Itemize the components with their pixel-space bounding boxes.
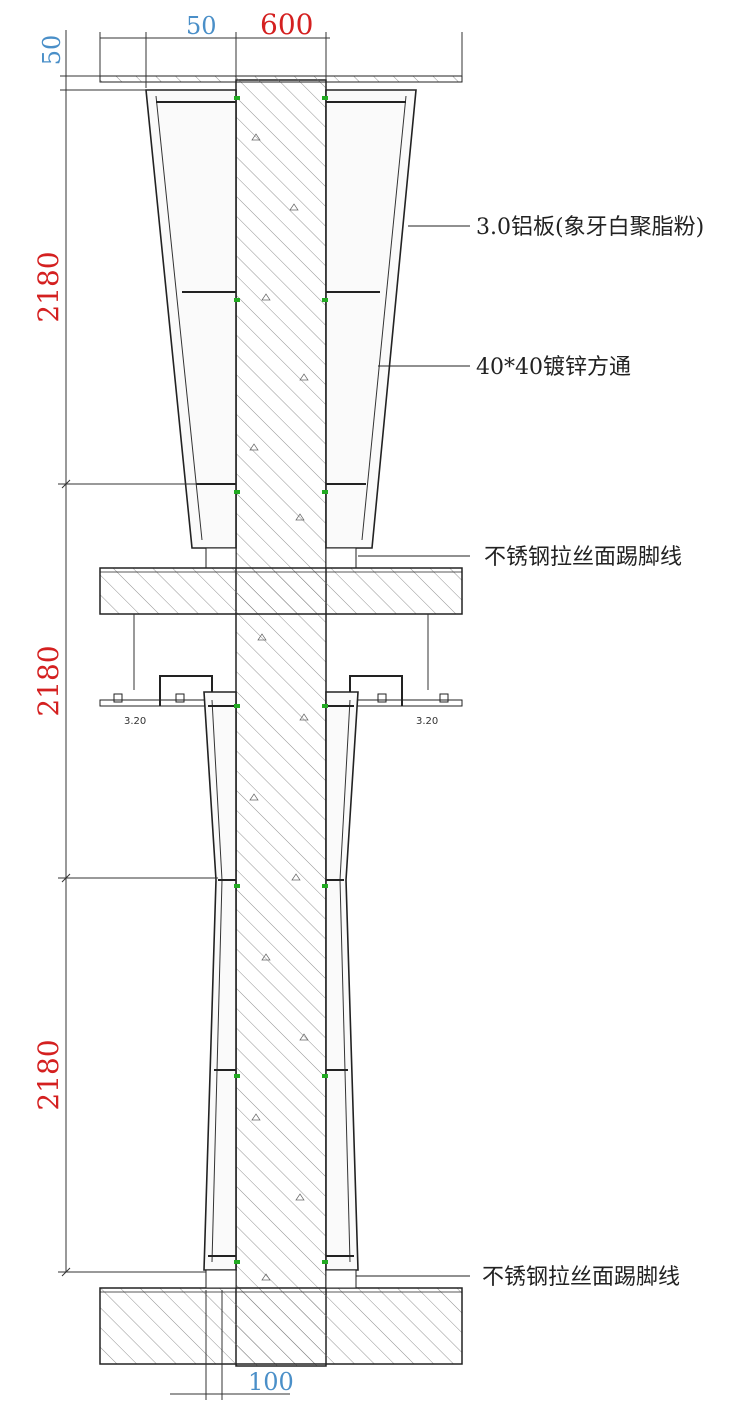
top-slab [99, 75, 463, 83]
upper-cladding [145, 89, 417, 569]
top-dimensions [60, 30, 463, 91]
concrete-column [235, 79, 327, 1367]
callout-steel-tube: 40*40镀锌方通 [476, 355, 631, 380]
lower-cladding [203, 691, 359, 1271]
dim-segment-2: 2180 [32, 645, 65, 716]
dim-top-offset: 50 [38, 35, 66, 66]
dim-segment-3: 2180 [32, 1039, 65, 1110]
ceiling-level-left: 3.20 [124, 716, 146, 727]
bottom-dimension [170, 1290, 290, 1400]
dim-column-width: 600 [260, 8, 313, 41]
floor-slab [99, 567, 463, 615]
ceiling-level-right: 3.20 [416, 716, 438, 727]
dim-bottom-gap: 100 [248, 1368, 294, 1396]
callout-skirting-upper: 不锈钢拉丝面踢脚线 [484, 545, 682, 570]
dim-segment-1: 2180 [32, 251, 65, 322]
callout-aluminum-panel: 3.0铝板(象牙白聚脂粉) [476, 215, 704, 240]
left-dimension-chain [58, 90, 218, 1277]
base-slab [99, 1269, 463, 1365]
callout-skirting-lower: 不锈钢拉丝面踢脚线 [482, 1265, 680, 1290]
anchor-bolts [234, 96, 328, 1264]
callout-leaders [356, 225, 470, 1277]
suspended-ceiling: 3.20 3.20 [99, 614, 463, 727]
dim-top-gap: 50 [186, 12, 217, 40]
